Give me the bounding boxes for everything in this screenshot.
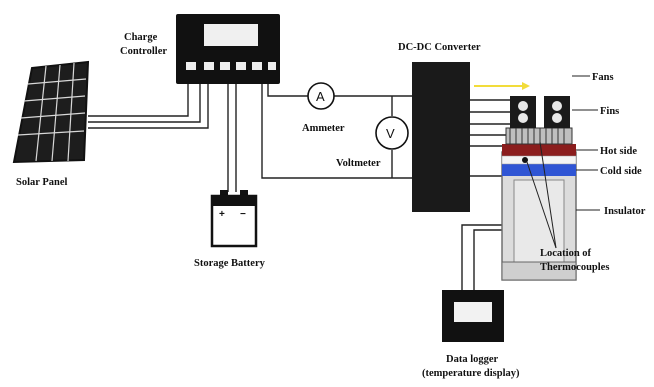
leader-lines xyxy=(526,75,600,249)
controller-display xyxy=(204,24,258,46)
fan-right xyxy=(544,96,570,128)
charge-controller-label-line1: Charge xyxy=(124,32,158,43)
wire-controller-ammeter xyxy=(267,82,308,97)
thermocouple-location-label-line1: Location of xyxy=(540,248,592,259)
ammeter-symbol: A xyxy=(316,89,325,104)
charge-controller: Charge Controller xyxy=(120,14,280,84)
storage-battery-label: Storage Battery xyxy=(194,258,266,269)
wire-return xyxy=(261,82,412,179)
voltmeter-label: Voltmeter xyxy=(336,158,381,169)
ammeter: A Ammeter xyxy=(302,82,345,134)
voltmeter: V Voltmeter xyxy=(336,116,409,169)
data-logger-label-line1: Data logger xyxy=(446,354,499,365)
wire-panel-mid xyxy=(88,82,201,123)
hot-side-plate xyxy=(502,144,576,156)
yellow-arrow xyxy=(474,82,530,90)
dcdc-converter-label: DC-DC Converter xyxy=(398,42,481,53)
solar-panel-label: Solar Panel xyxy=(16,177,68,188)
wiring xyxy=(88,82,546,290)
ammeter-label: Ammeter xyxy=(302,123,345,134)
hot-side-label: Hot side xyxy=(600,146,637,157)
fins xyxy=(505,127,573,145)
wire-panel-bottom xyxy=(88,82,209,129)
cold-side-plate xyxy=(502,164,576,176)
data-logger-label-line2: (temperature display) xyxy=(422,368,520,379)
solar-panel: Solar Panel xyxy=(12,60,90,188)
battery-minus-sign: − xyxy=(240,209,246,220)
fans-label: Fans xyxy=(592,72,614,83)
insulator-label: Insulator xyxy=(604,206,646,217)
thermoelectric-module xyxy=(501,96,577,281)
data-logger: Data logger (temperature display) xyxy=(422,290,520,379)
charge-controller-label-line2: Controller xyxy=(120,46,167,57)
dcdc-converter: DC-DC Converter xyxy=(398,42,481,212)
thermocouple-location-label-line2: Thermocouples xyxy=(540,262,609,273)
storage-battery: + − Storage Battery xyxy=(194,190,266,269)
fan-left xyxy=(510,96,536,128)
fins-label: Fins xyxy=(600,106,619,117)
battery-plus-sign: + xyxy=(219,209,225,220)
logger-display xyxy=(454,302,492,322)
wire-panel-top xyxy=(88,82,189,117)
cold-side-label: Cold side xyxy=(600,166,642,177)
voltmeter-symbol: V xyxy=(386,126,395,141)
thermocouple-dot xyxy=(522,157,528,163)
